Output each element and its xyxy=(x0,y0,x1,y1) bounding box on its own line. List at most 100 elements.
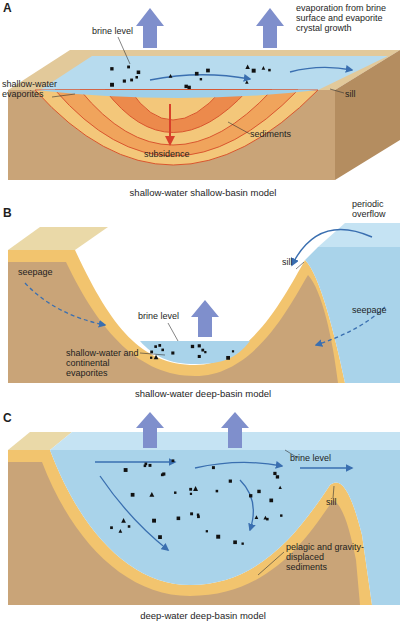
evaporation-arrow xyxy=(256,8,284,48)
evaporite-crystal xyxy=(255,515,259,519)
evaporite-crystal xyxy=(233,540,237,544)
evaporite-label: shallow-water evaporites xyxy=(2,80,58,100)
circulation-arrow xyxy=(300,467,352,468)
evaporite-crystal xyxy=(263,516,267,520)
evaporite-crystal xyxy=(110,67,113,70)
sediment-layer xyxy=(35,90,318,165)
brine-label: brine level xyxy=(138,312,198,322)
leader-line xyxy=(330,89,344,93)
evaporite-crystals xyxy=(150,344,234,360)
evaporite-crystal xyxy=(245,64,250,69)
evaporite-crystal xyxy=(206,69,210,73)
evaporite-crystal xyxy=(278,486,281,489)
evaporite-crystals xyxy=(110,64,271,89)
leader-line xyxy=(296,262,304,269)
evaporite-crystal xyxy=(195,72,199,76)
brine-pool xyxy=(140,341,250,364)
panel-letter: B xyxy=(3,207,19,220)
evaporite-crystal xyxy=(161,473,164,476)
land-top xyxy=(8,227,108,250)
evaporite-crystal xyxy=(184,85,187,88)
evaporite-crystal xyxy=(152,519,156,523)
evaporite-crystal xyxy=(149,492,154,497)
land-front xyxy=(8,90,335,180)
evaporite-crystal xyxy=(191,345,194,348)
evaporite-crystal xyxy=(154,345,157,348)
process-note: evaporation from brine surface and evapo… xyxy=(296,4,404,34)
evaporite-crystal xyxy=(268,69,271,72)
evaporation-arrow xyxy=(136,412,164,448)
circulation-arrow xyxy=(290,67,352,72)
evaporite-crystal xyxy=(150,357,152,359)
overflow-label: periodic overflow xyxy=(352,200,402,220)
evaporite-crystal xyxy=(212,466,215,469)
land-side xyxy=(335,50,400,180)
evaporite-crystal xyxy=(190,493,192,495)
evaporite-crystal xyxy=(110,83,114,87)
evaporite-crystal xyxy=(150,351,153,354)
evaporite-crystal xyxy=(201,349,204,352)
evaporite-crystal xyxy=(131,493,135,497)
panel-b xyxy=(8,223,400,383)
evaporite-crystal xyxy=(262,66,266,70)
evaporite-crystal xyxy=(204,351,206,353)
seepage-label: seepage xyxy=(352,306,402,316)
sediment-label: pelagic and gravity-displaced sediments xyxy=(286,543,366,573)
evaporite-crystal xyxy=(110,526,113,529)
evaporite-crystal xyxy=(232,350,234,352)
sediment-layer xyxy=(80,90,272,145)
subsidence-arrow xyxy=(169,104,171,144)
evaporite-crystal xyxy=(158,535,162,539)
sediment-layer xyxy=(55,90,298,156)
evaporite-crystal xyxy=(280,514,282,516)
brine-label: brine level xyxy=(92,27,152,37)
evaporite-crystal xyxy=(189,488,192,491)
evaporite-crystal xyxy=(197,515,200,518)
evaporation-arrow xyxy=(221,412,249,448)
sill-label: sill xyxy=(326,498,356,508)
evaporite-crystal xyxy=(200,78,202,80)
evaporite-crystal xyxy=(226,356,230,360)
leader-line xyxy=(52,94,75,97)
evaporite-label: shallow-water and continental evaporites xyxy=(66,349,142,379)
evaporite-crystal xyxy=(174,491,176,493)
circulation-arrow xyxy=(195,462,282,468)
sill-label: sill xyxy=(282,258,312,268)
evaporite-crystal xyxy=(172,459,175,462)
brine-label: brine level xyxy=(290,454,350,464)
sea-surface xyxy=(50,432,400,450)
leader-line xyxy=(228,122,250,134)
evaporite-crystal xyxy=(124,468,128,472)
circulation-arrow xyxy=(100,476,168,550)
sediment-label: sediments xyxy=(250,130,310,140)
evaporite-crystal xyxy=(135,76,138,79)
evaporite-crystal xyxy=(130,79,133,82)
evaporation-arrow xyxy=(191,300,219,337)
sea-surface xyxy=(318,223,400,247)
evaporite-crystal xyxy=(158,344,161,347)
model-caption: shallow-water shallow-basin model xyxy=(0,188,406,198)
land-top xyxy=(8,50,400,90)
evaporite-crystal xyxy=(148,464,151,467)
evaporite-crystal xyxy=(276,475,279,478)
evaporite-crystal xyxy=(273,472,276,475)
circulation-arrow xyxy=(150,75,250,80)
evaporite-crystal xyxy=(127,66,130,69)
evaporite-crystal xyxy=(169,74,173,78)
subsidence-label: subsidence xyxy=(144,150,204,160)
evaporite-crystal xyxy=(177,517,181,521)
leader-line xyxy=(118,37,130,64)
evaporite-crystal xyxy=(229,480,232,483)
evaporite-crystal xyxy=(216,535,220,539)
land-front xyxy=(8,262,338,383)
evaporite-crystal xyxy=(128,525,131,528)
leader-line xyxy=(168,323,178,341)
model-caption: deep-water deep-basin model xyxy=(0,611,406,621)
panel-a xyxy=(8,8,400,180)
panel-c xyxy=(8,412,400,605)
sill-label: sill xyxy=(345,90,375,100)
sea-water xyxy=(50,450,400,605)
evaporite-crystal xyxy=(154,355,159,360)
brine-front xyxy=(35,90,318,98)
